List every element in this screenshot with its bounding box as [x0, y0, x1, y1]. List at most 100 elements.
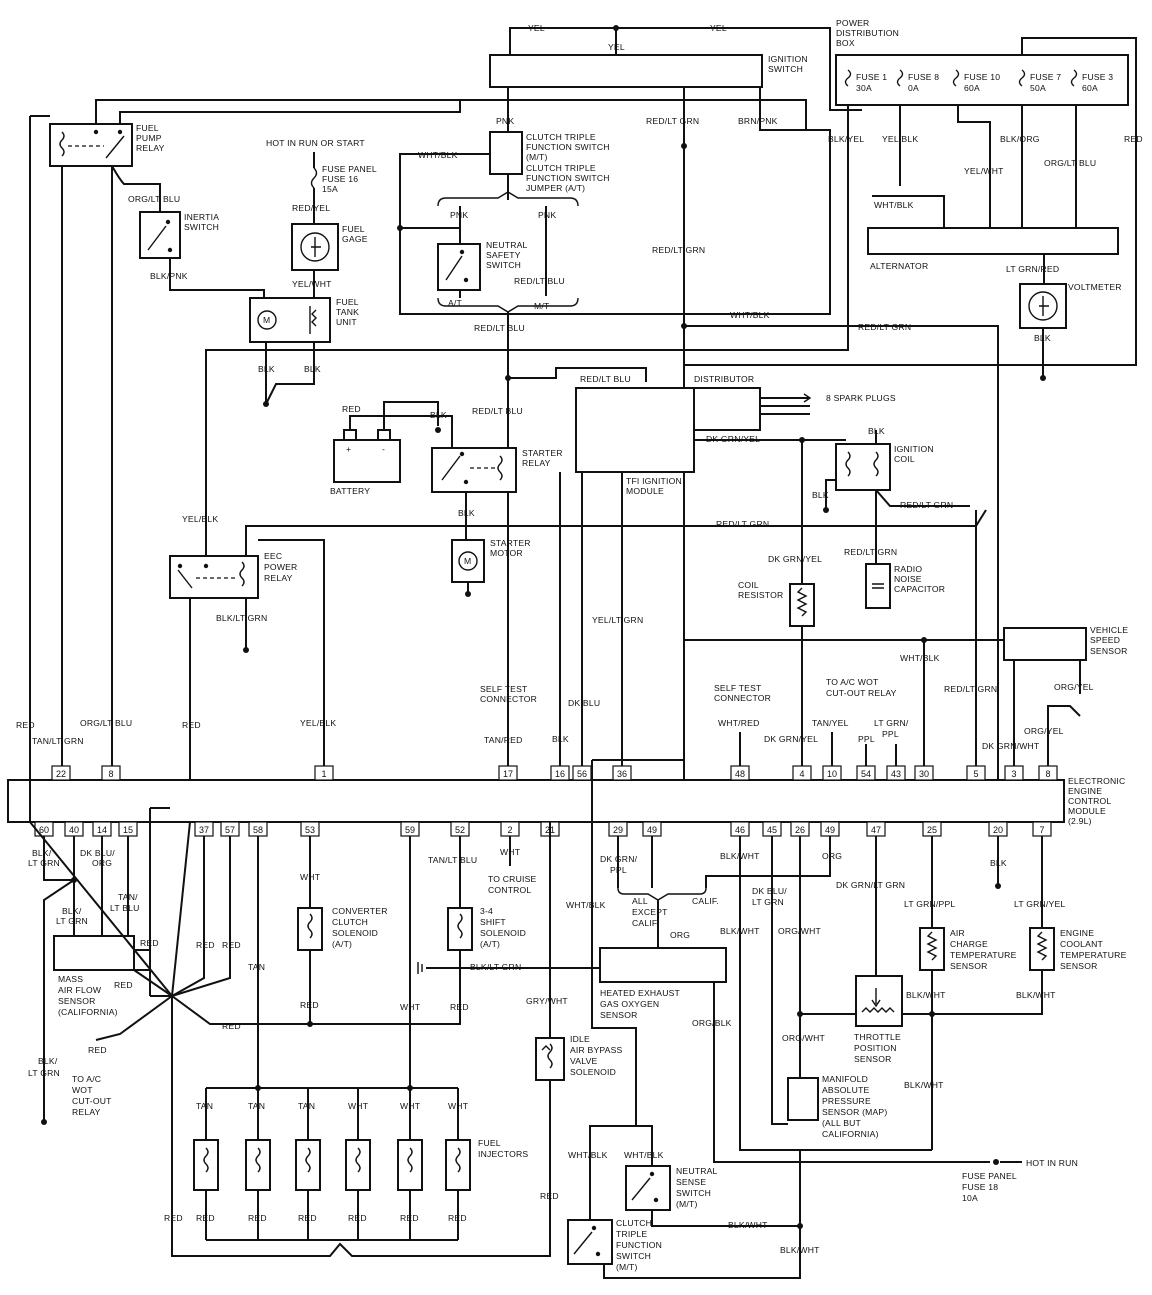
bottom-pin-59-label: 59	[405, 825, 415, 835]
injector-4-top-label: WHT	[348, 1101, 369, 1111]
injector-3: TAN RED	[295, 1088, 321, 1240]
red-batt-label: RED	[342, 404, 361, 414]
injector-5: WHT RED	[397, 1088, 423, 1240]
fuel-tank-unit: M FUEL TANK UNIT	[249, 297, 359, 343]
org-yel-8-label: ORG/YEL	[1024, 726, 1064, 736]
idle-air-label-2: AIR BYPASS	[570, 1045, 623, 1055]
eec-power-relay: EEC POWER RELAY	[169, 551, 297, 599]
pdb-label-1: POWER	[836, 18, 869, 28]
top-pin-17-label: 17	[503, 769, 513, 779]
red-lt-grn-radio-label: RED/LT GRN	[844, 547, 897, 557]
blk-wht-acts-label: BLK/WHT	[906, 990, 946, 1000]
inertia-label-2: SWITCH	[184, 222, 219, 232]
top-pin-48: 48	[730, 765, 750, 781]
all-except-label-1: ALL	[632, 896, 648, 906]
org-yel-vss-label: ORG/YEL	[1054, 682, 1094, 692]
red-lt-grn-coil-label: RED/LT GRN	[900, 500, 953, 510]
bottom-pin-29-label: 29	[613, 825, 623, 835]
fuse-panel-16-label-1: FUSE PANEL	[322, 164, 377, 174]
yel-left-label: YEL	[528, 23, 545, 33]
wht-blk-vss-label: WHT/BLK	[900, 653, 940, 663]
engine-coolant-label-2: COOLANT	[1060, 939, 1103, 949]
self-test-right-label-1: SELF TEST	[714, 683, 762, 693]
bottom-pin-37: 37	[194, 821, 214, 837]
pdb-label-3: BOX	[836, 38, 855, 48]
clutch-triple-label-5: FUNCTION SWITCH	[526, 173, 610, 183]
dk-blu-org-label-1: DK BLU/	[80, 848, 115, 858]
dk-grn-ppl-label-2: PPL	[610, 865, 627, 875]
fuse-10: FUSE 10 60A	[952, 69, 1000, 93]
bottom-pin-58: 58	[248, 821, 268, 837]
injector-6-bottom-label: RED	[448, 1213, 467, 1223]
lt-grn-red-label: LT GRN/RED	[1006, 264, 1059, 274]
bottom-pin-60: 60	[34, 821, 54, 837]
injector-1-top-label: TAN	[196, 1101, 213, 1111]
blk-wht-hego-label: BLK/WHT	[720, 926, 760, 936]
top-pin-30: 30	[914, 765, 934, 781]
fuel-pump-relay: FUEL PUMP RELAY	[49, 123, 164, 167]
dk-grn-yel-4-label: DK GRN/YEL	[764, 734, 818, 744]
distributor: DISTRIBUTOR	[693, 374, 761, 431]
engine-coolant-label-4: SENSOR	[1060, 961, 1098, 971]
blk-lt-grn-ground-label-2: LT GRN	[28, 1068, 60, 1078]
org-lt-blu-alt-label: ORG/LT BLU	[1044, 158, 1096, 168]
fuse-panel-bottom-label-2: FUSE 18	[962, 1182, 998, 1192]
bottom-pin-49a-label: 49	[647, 825, 657, 835]
fuse-panel-16-label-2: FUSE 16	[322, 174, 358, 184]
red-bottom-left-label: RED	[164, 1213, 183, 1223]
ignition-switch-label-2: SWITCH	[768, 64, 803, 74]
map-label-5: (ALL BUT	[822, 1118, 862, 1128]
fuse-3: FUSE 3 60A	[1070, 69, 1113, 93]
battery-plus-icon: +	[346, 444, 351, 454]
bottom-pin-45-label: 45	[767, 825, 777, 835]
coil-resistor: COIL RESISTOR	[738, 580, 815, 627]
top-pin-8b-label: 8	[1045, 769, 1050, 779]
red-57-label: RED	[222, 940, 241, 950]
bottom-pin-53: 53	[300, 821, 320, 837]
fuse1-label-1: FUSE 1	[856, 72, 887, 82]
clutch-triple-bottom-label-2: TRIPLE	[616, 1229, 647, 1239]
ignition-switch-label-1: IGNITION	[768, 54, 808, 64]
bottom-pin-25-label: 25	[927, 825, 937, 835]
wht-2-label: WHT	[500, 847, 521, 857]
tfi-label-1: TFI IGNITION	[626, 476, 682, 486]
blk-wht-46-label: BLK/WHT	[720, 851, 760, 861]
fuse-panel-bottom-label-3: 10A	[962, 1193, 978, 1203]
blk-wht-ns-label: BLK/WHT	[728, 1220, 768, 1230]
fuse-panel-bottom-label-1: FUSE PANEL	[962, 1171, 1017, 1181]
neutral-safety-label-1: NEUTRAL	[486, 240, 528, 250]
tfi-label-2: MODULE	[626, 486, 664, 496]
injector-4: WHT RED	[345, 1088, 371, 1240]
injector-3-bottom-label: RED	[298, 1213, 317, 1223]
red-lt-blu-starter-label: RED/LT BLU	[472, 406, 523, 416]
radio-noise-capacitor: RADIO NOISE CAPACITOR	[865, 563, 945, 609]
bottom-pin-57: 57	[220, 821, 240, 837]
gry-wht-label: GRY/WHT	[526, 996, 568, 1006]
top-pin-4-label: 4	[799, 769, 804, 779]
wht-blk-ns2-label: WHT/BLK	[624, 1150, 664, 1160]
blk-tank1-label: BLK	[258, 364, 275, 374]
bottom-pin-53-label: 53	[305, 825, 315, 835]
starter-relay-label-2: RELAY	[522, 458, 551, 468]
bottom-pin-14-label: 14	[97, 825, 107, 835]
to-ac-wot-bottom-label-3: CUT-OUT	[72, 1096, 112, 1106]
pdb-label-2: DISTRIBUTION	[836, 28, 899, 38]
top-pin-10: 10	[822, 765, 842, 781]
converter-clutch-label-2: CLUTCH	[332, 917, 368, 927]
radio-noise-label-2: NOISE	[894, 574, 922, 584]
injector-6-top-label: WHT	[448, 1101, 469, 1111]
bottom-pin-47: 47	[866, 821, 886, 837]
blk-lt-grn-ground-label-1: BLK/	[38, 1056, 58, 1066]
clutch-triple-label-1: CLUTCH TRIPLE	[526, 132, 596, 142]
bottom-pin-52: 52	[450, 821, 470, 837]
top-pin-3: 3	[1004, 765, 1024, 781]
to-ac-wot-label-1: TO A/C WOT	[826, 677, 879, 687]
blk-16-label: BLK	[552, 734, 569, 744]
maf-label-3: SENSOR	[58, 996, 96, 1006]
bottom-pin-49a: 49	[642, 821, 662, 837]
fuel-tank-label-1: FUEL	[336, 297, 359, 307]
tan-58-label: TAN	[248, 962, 265, 972]
top-pin-8b: 8	[1038, 765, 1058, 781]
wht-59-label: WHT	[400, 1002, 421, 1012]
vehicle-speed-sensor: VEHICLE SPEED SENSOR	[1003, 625, 1128, 661]
